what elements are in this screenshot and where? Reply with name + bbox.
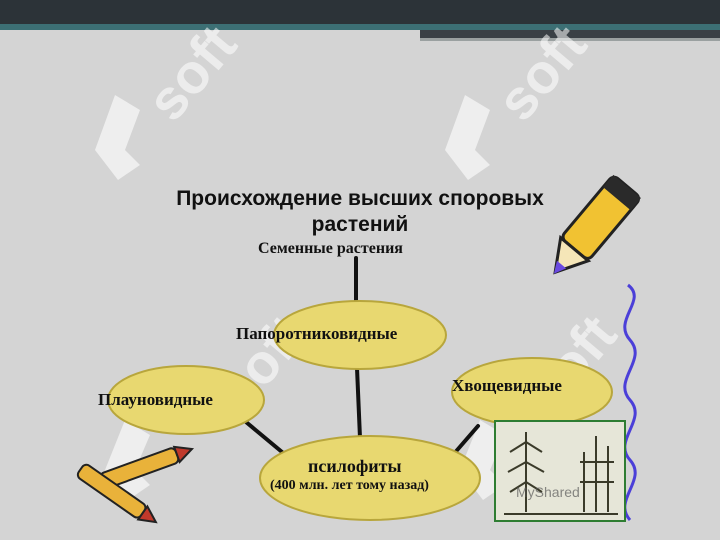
node-fern-ellipse bbox=[273, 300, 447, 370]
node-psilophyte-label: псилофиты bbox=[308, 456, 402, 476]
wavy-line bbox=[623, 283, 637, 522]
plant-illustration bbox=[494, 420, 626, 522]
title-line-2: растений bbox=[311, 213, 409, 236]
node-psilophyte-ellipse bbox=[259, 435, 481, 521]
line-lycopsid-psilophyte bbox=[244, 420, 284, 454]
top-bar bbox=[0, 0, 720, 24]
diagram-title: Происхождение высших споровых растений bbox=[120, 186, 600, 238]
node-seed-label: Семенные растения bbox=[258, 240, 403, 257]
top-bar-stripe bbox=[0, 24, 720, 30]
brand-watermark: MyShared bbox=[516, 484, 580, 500]
horsetail-plant-icon bbox=[504, 432, 618, 515]
top-bar-accent bbox=[420, 30, 720, 38]
top-bar-accent-line bbox=[420, 38, 720, 41]
node-fern-label: Папоротниковидные bbox=[236, 324, 398, 343]
crayons-icon bbox=[76, 445, 195, 524]
node-lycopsid-label: Плауновидные bbox=[98, 390, 213, 409]
node-psilophyte-age: (400 млн. лет тому назад) bbox=[270, 478, 429, 493]
title-line-1: Происхождение высших споровых bbox=[176, 187, 544, 210]
node-lycopsid-ellipse bbox=[107, 365, 265, 435]
pencil-icon bbox=[553, 174, 641, 275]
watermark-logo-icon bbox=[95, 95, 505, 500]
node-horsetail-label: Хвощевидные bbox=[452, 376, 562, 395]
line-fern-psilophyte bbox=[355, 366, 362, 440]
